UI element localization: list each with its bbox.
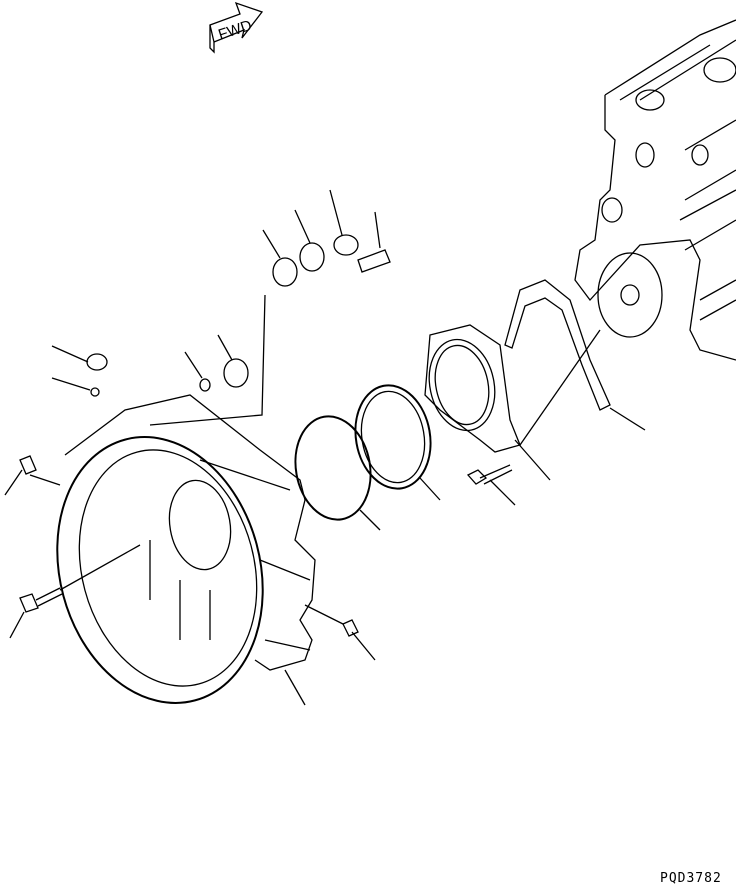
gasket <box>504 279 611 411</box>
oil-seal <box>354 384 432 490</box>
seal-housing <box>424 324 551 481</box>
drawing-code: PQD3782 <box>660 871 722 886</box>
o-ring <box>294 415 372 521</box>
small-parts <box>51 189 391 426</box>
bolt <box>466 464 516 506</box>
engine-block <box>519 19 736 446</box>
fwd-arrow-icon: FWD <box>209 1 264 54</box>
flywheel-housing <box>56 394 316 706</box>
fasteners-left <box>4 455 376 661</box>
